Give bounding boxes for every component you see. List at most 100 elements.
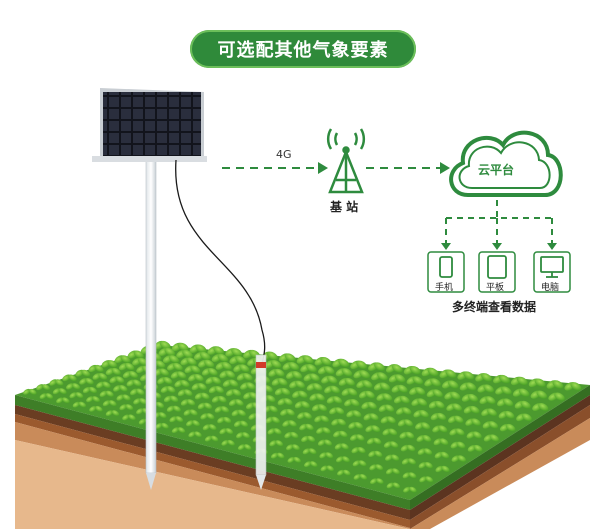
seedling (435, 465, 450, 473)
seedling (301, 435, 316, 443)
seedling (483, 434, 499, 442)
seedling (188, 431, 202, 438)
seedling (122, 370, 139, 379)
seedling (166, 405, 181, 413)
seedling (286, 371, 303, 380)
seedling (127, 350, 144, 359)
seedling (167, 362, 183, 371)
seedling (207, 346, 225, 355)
seedling (432, 425, 448, 433)
seedling (236, 432, 250, 439)
seedling (495, 386, 512, 395)
cloud-label: 云平台 (478, 163, 515, 177)
seedling (365, 425, 381, 433)
seedling (75, 369, 91, 377)
seedling (341, 388, 358, 396)
seedling (319, 452, 334, 459)
seedling (477, 384, 494, 393)
seedling (326, 396, 343, 404)
seedling (39, 393, 54, 400)
seedling (155, 422, 169, 429)
seedling (309, 393, 325, 401)
seedling (229, 355, 246, 365)
seedling (400, 444, 416, 452)
seedling (512, 388, 530, 397)
cloud-icon (449, 130, 563, 197)
seedling (401, 458, 417, 465)
seedling (399, 431, 415, 439)
seedling (493, 374, 510, 384)
seedling (160, 386, 176, 393)
seedling (287, 456, 301, 463)
seedling (318, 366, 335, 375)
base-station-label: 基 站 (330, 200, 359, 214)
seedling (335, 368, 353, 377)
seedling (191, 383, 207, 391)
seedling (370, 478, 384, 485)
tablet-icon (487, 255, 507, 279)
seedling (284, 431, 299, 439)
seedling (430, 412, 447, 421)
seedling (336, 456, 350, 463)
base-station-icon (326, 128, 366, 194)
seedling (498, 410, 515, 419)
seedling (514, 400, 531, 409)
seedling (277, 398, 293, 406)
seedling (382, 428, 398, 436)
seedling (380, 416, 396, 424)
title-text: 可选配其他气象要素 (217, 40, 389, 61)
seedling (333, 430, 348, 438)
seedling (176, 349, 193, 359)
solar-pole (145, 157, 157, 474)
seedling (467, 444, 483, 452)
arrow-phone (441, 243, 451, 250)
seedling (465, 418, 481, 426)
sensor-cable (175, 159, 266, 366)
seedling (369, 464, 384, 471)
seedling (406, 376, 424, 385)
device-label-computer: 电脑 (541, 283, 560, 293)
seedling (451, 455, 467, 462)
seedling (82, 386, 98, 394)
seedling (388, 374, 406, 383)
seedling (201, 367, 218, 376)
seedling (383, 441, 399, 448)
seedling (396, 407, 412, 415)
seedling (428, 400, 445, 409)
seedling (208, 386, 224, 394)
seedling (304, 461, 318, 468)
pole-tip (146, 473, 156, 490)
seedling (292, 390, 308, 399)
seedling (114, 355, 131, 364)
seedling (282, 420, 297, 427)
seedling (278, 353, 296, 362)
seedling (421, 367, 439, 377)
device-tablet (478, 251, 516, 293)
seedling (466, 431, 482, 439)
device-label-tablet: 平板 (486, 283, 505, 293)
seedling (446, 403, 463, 412)
seedling (202, 424, 217, 431)
seedling (197, 402, 213, 410)
seedling (439, 369, 457, 379)
seedling (416, 435, 432, 442)
seedling (211, 395, 227, 403)
seedling (434, 451, 450, 459)
seedling (459, 382, 477, 391)
seedling (66, 383, 81, 390)
seedling (280, 408, 295, 416)
seedling (214, 406, 230, 413)
seedling (417, 448, 433, 455)
seedling (393, 395, 410, 404)
seedling (233, 420, 249, 428)
seedling (353, 370, 370, 379)
seedling (219, 370, 236, 379)
arrow-tablet (492, 243, 502, 250)
seedling (69, 392, 84, 399)
soil-block (15, 345, 590, 529)
seedling (204, 435, 219, 442)
seedling (200, 413, 215, 420)
seedling (183, 409, 198, 416)
seedling (479, 396, 496, 405)
seedling (265, 416, 280, 424)
